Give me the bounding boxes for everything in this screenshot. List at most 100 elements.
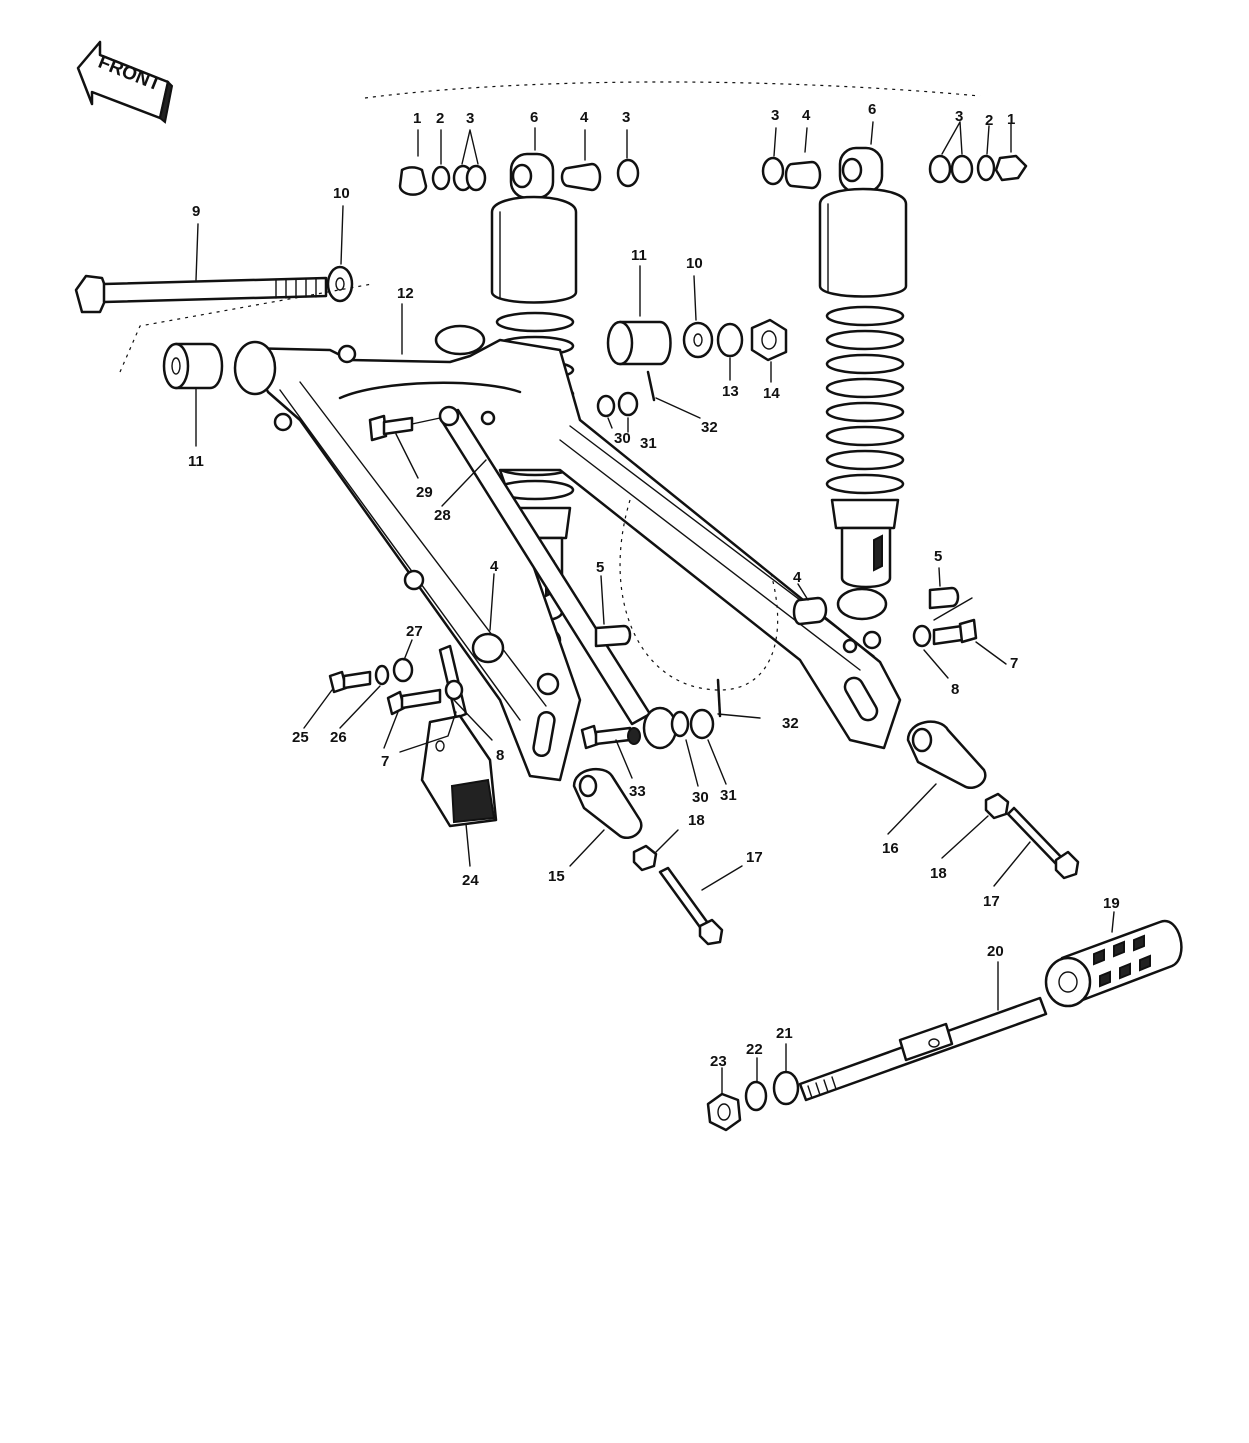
shock-spring-seat-b [830, 498, 900, 530]
lower-shock-hardware-right [792, 586, 978, 648]
label-11: 11 [631, 247, 647, 264]
washer-8 [912, 624, 932, 648]
washer-30b [670, 710, 690, 738]
washer-26 [374, 664, 390, 686]
label-20: 20 [987, 943, 1004, 960]
chain-guide-24 [420, 714, 498, 828]
callout-labels: 1 2 3 6 4 3 3 4 6 3 2 1 9 10 12 11 10 11… [188, 101, 1120, 1070]
label-30: 30 [614, 430, 631, 447]
left-shock-top-hardware [398, 158, 640, 196]
label-3: 3 [622, 109, 630, 126]
nut-1b [994, 154, 1028, 182]
lock-washer-13 [716, 322, 744, 358]
washer-2 [431, 165, 451, 191]
washer-3e [928, 154, 952, 184]
washer-3d [761, 156, 785, 186]
label-13: 13 [722, 383, 739, 400]
bush-4c [471, 632, 505, 664]
label-8: 8 [951, 681, 959, 698]
rear-axle-20 [798, 996, 1048, 1102]
pivot-tube-left [233, 340, 277, 396]
label-14: 14 [763, 385, 780, 402]
label-7: 7 [381, 753, 389, 770]
label-29: 29 [416, 484, 433, 501]
chain-adjuster-15 [572, 767, 643, 839]
label-22: 22 [746, 1041, 763, 1058]
label-3: 3 [771, 107, 779, 124]
label-25: 25 [292, 729, 309, 746]
pivot-tube-right [434, 324, 486, 356]
cotter-pin-32 [646, 370, 656, 402]
right-pivot-hardware [596, 318, 788, 418]
label-2: 2 [985, 112, 993, 129]
label-3: 3 [955, 108, 963, 125]
shock-spring-b [825, 305, 905, 495]
chain-case-outline [619, 499, 779, 691]
label-11: 11 [188, 453, 204, 470]
bushing-11b [618, 320, 672, 366]
axle-slot-right [843, 676, 879, 722]
label-24: 24 [462, 872, 479, 889]
nut-14 [750, 318, 788, 362]
label-27: 27 [406, 623, 423, 640]
swing-arm-12 [233, 324, 902, 782]
label-19: 19 [1103, 895, 1120, 912]
label-18: 18 [930, 865, 947, 882]
label-33: 33 [629, 783, 646, 800]
washer-3b [465, 164, 487, 192]
nut-18b [984, 792, 1010, 820]
washer-2b [976, 154, 996, 182]
collar-5 [594, 624, 632, 648]
washer-10 [326, 265, 354, 303]
label-1: 1 [413, 110, 421, 127]
leader-lines [195, 121, 1115, 1095]
adjuster-nuts-and-bolts [632, 792, 1080, 946]
nut-18 [632, 844, 658, 872]
axle-hole-left [536, 672, 560, 696]
collar-5b [928, 586, 960, 610]
right-shock-top-hardware [761, 154, 1028, 190]
label-32: 32 [701, 419, 718, 436]
label-4: 4 [580, 109, 589, 126]
label-10: 10 [686, 255, 703, 272]
label-30: 30 [692, 789, 709, 806]
label-4: 4 [793, 569, 802, 586]
label-17: 17 [746, 849, 763, 866]
label-16: 16 [882, 840, 899, 857]
rear-axle-hardware-center [580, 678, 722, 750]
label-6: 6 [530, 109, 538, 126]
front-arrow-icon: FRONT [76, 40, 174, 124]
label-17: 17 [983, 893, 1000, 910]
label-1: 1 [1007, 111, 1015, 128]
label-10: 10 [333, 185, 350, 202]
hub-sleeve-19 [1044, 919, 1183, 1008]
label-31: 31 [720, 787, 737, 804]
label-8: 8 [496, 747, 504, 764]
nut-31b [689, 708, 715, 740]
label-5: 5 [596, 559, 604, 576]
bush-4d [792, 596, 828, 626]
cotter-pin-32b [716, 678, 722, 718]
shock-lower-eye-b [836, 587, 888, 621]
left-lower-bracket-hardware [328, 644, 468, 720]
label-18: 18 [688, 812, 705, 829]
chain-adjuster-16 [906, 720, 987, 789]
label-7: 7 [1010, 655, 1018, 672]
axle-slot-left [532, 710, 556, 758]
shock-upper-cover [490, 195, 578, 304]
label-31: 31 [640, 435, 657, 452]
pivot-shaft-9 [74, 265, 373, 373]
washer-30 [596, 394, 616, 418]
lock-washer-22 [744, 1080, 768, 1112]
lower-shock-hardware-left [471, 624, 632, 664]
cross-member [338, 381, 522, 400]
label-9: 9 [192, 203, 200, 220]
label-21: 21 [776, 1025, 793, 1042]
bush-4b [784, 160, 822, 190]
label-32: 32 [782, 715, 799, 732]
bolt-17 [658, 866, 712, 932]
label-2: 2 [436, 110, 444, 127]
axle-nut-hardware [706, 1070, 800, 1132]
